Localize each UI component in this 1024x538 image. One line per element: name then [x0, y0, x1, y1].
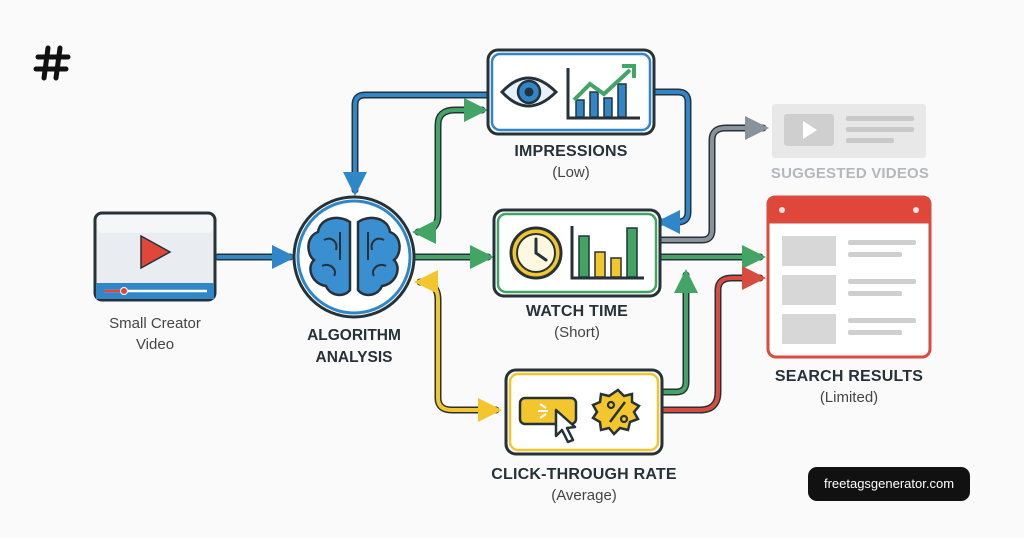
ctr-title: CLICK-THROUGH RATE — [491, 466, 677, 483]
ctr-card — [504, 368, 664, 456]
bar-chart-icon — [570, 226, 644, 280]
watch-time-card — [492, 208, 662, 298]
percent-badge-icon — [591, 388, 641, 436]
impressions-label: IMPRESSIONS (Low) — [471, 143, 671, 181]
suggested-title: SUGGESTED VIDEOS — [770, 165, 930, 182]
algorithm-label: ALGORITHM ANALYSIS — [284, 325, 424, 369]
video-label: Small Creator Video — [88, 313, 222, 355]
arrow-ctr-to-search — [658, 266, 766, 414]
arrow-algorithm-ctr — [414, 270, 502, 422]
watch-time-title: WATCH TIME — [525, 303, 629, 320]
video-player-icon — [93, 211, 217, 302]
algorithm-label-line2: ANALYSIS — [315, 349, 393, 366]
search-results-page-icon — [766, 195, 932, 359]
eye-icon — [499, 76, 559, 108]
watch-time-sub: (Short) — [554, 324, 600, 341]
cursor-click-icon — [518, 396, 578, 444]
search-label: SEARCH RESULTS (Limited) — [749, 368, 949, 406]
connectors — [214, 88, 769, 422]
algorithm-label-line1: ALGORITHM — [307, 327, 401, 344]
play-icon — [140, 234, 172, 270]
ctr-label: CLICK-THROUGH RATE (Average) — [464, 466, 704, 504]
trend-chart-icon — [566, 64, 640, 120]
impressions-card — [486, 48, 656, 136]
hashtag-icon — [33, 45, 71, 81]
suggested-video-icon — [772, 104, 926, 158]
clock-icon — [509, 226, 563, 280]
video-label-line2: Video — [135, 336, 175, 353]
impressions-sub: (Low) — [552, 164, 590, 181]
arrow-ctr-to-watchtime — [658, 269, 698, 396]
suggested-label: SUGGESTED VIDEOS — [758, 165, 942, 182]
watermark-badge: freetagsgenerator.com — [808, 467, 970, 501]
brain-icon — [292, 195, 416, 319]
arrow-watchtime-to-suggested — [658, 116, 769, 244]
search-title: SEARCH RESULTS — [774, 368, 924, 385]
ctr-sub: (Average) — [551, 487, 617, 504]
arrow-impressions-to-watchtime — [651, 88, 692, 234]
video-label-line1: Small Creator — [109, 315, 201, 332]
impressions-title: IMPRESSIONS — [514, 143, 628, 160]
arrow-impressions-to-algorithm — [343, 91, 492, 196]
search-sub: (Limited) — [819, 389, 879, 406]
watch-time-label: WATCH TIME (Short) — [477, 303, 677, 341]
arrow-algorithm-impressions — [412, 98, 488, 244]
